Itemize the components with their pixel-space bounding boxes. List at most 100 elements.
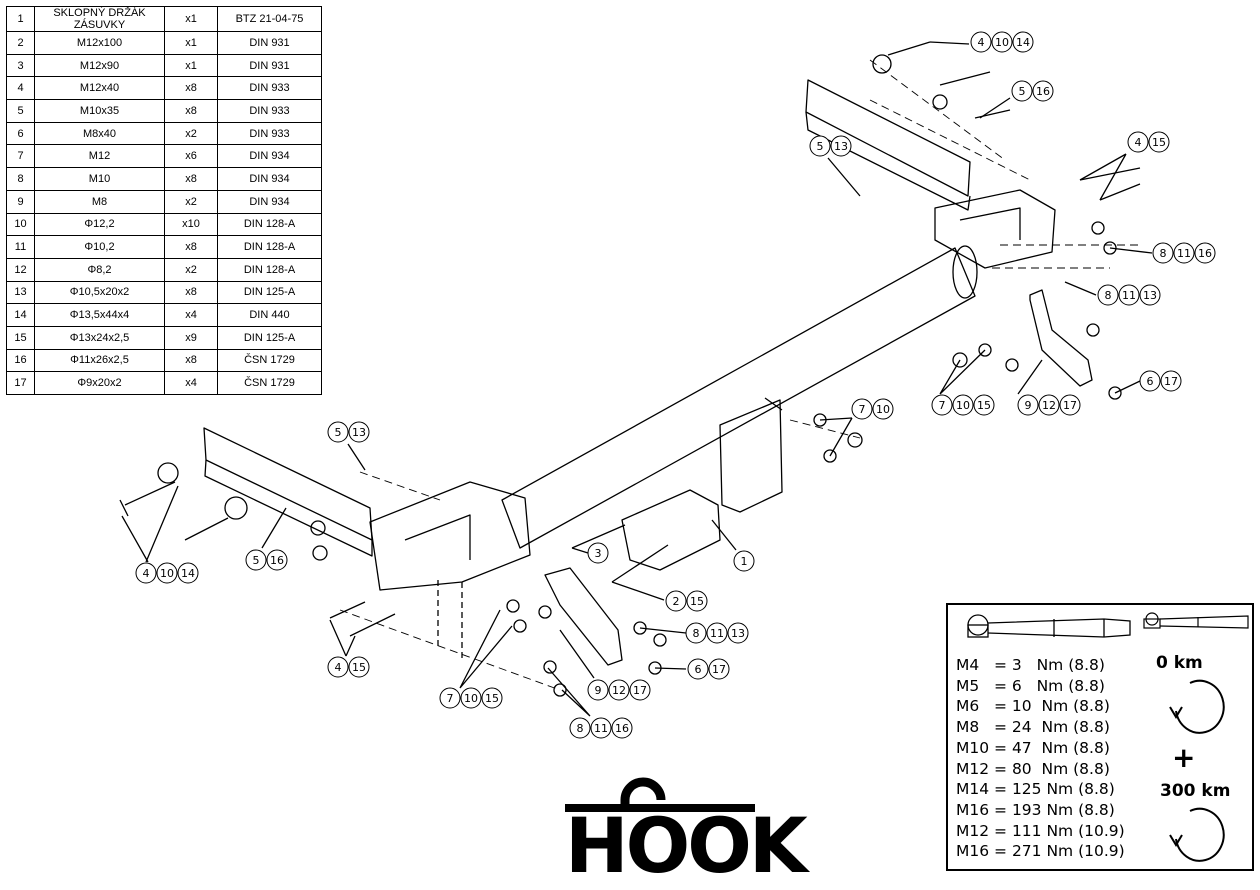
callout-circle: [611, 717, 633, 739]
callout-circle: [991, 31, 1013, 53]
callout-number: 10: [956, 399, 970, 412]
callout-circle: [156, 562, 178, 584]
callout-circle: [348, 656, 370, 678]
callout-circle: [569, 717, 591, 739]
torque-row: M10 = 47 Nm (8.8): [956, 738, 1110, 757]
callout-circle: [665, 590, 687, 612]
callout-circle: [1032, 80, 1054, 102]
torque-row: M14 = 125 Nm (8.8): [956, 780, 1115, 799]
part-description: M10x35: [34, 99, 165, 123]
callout-circle: [1139, 370, 1161, 392]
callout-number: 7: [859, 403, 866, 416]
callout: 4 15: [1127, 131, 1170, 153]
callout-number: 3: [595, 547, 602, 560]
lower-bracket: [544, 567, 623, 666]
hook-logo-icon: [565, 777, 755, 812]
part-standard: DIN 440: [217, 303, 322, 327]
callout-number: 15: [352, 661, 366, 674]
socket-holder: [621, 489, 721, 571]
callout-circle: [1012, 31, 1034, 53]
callout-number: 16: [615, 722, 629, 735]
callout-number: 14: [1016, 36, 1030, 49]
rotation-arrow-icon-second: [1169, 807, 1225, 862]
part-description: Φ9x20x2: [34, 371, 165, 395]
part-standard: DIN 934: [217, 167, 322, 191]
callout-number: 9: [1025, 399, 1032, 412]
callout-number: 7: [939, 399, 946, 412]
callout-number: 7: [447, 692, 454, 705]
callout-circle: [970, 31, 992, 53]
callout-number: 8: [577, 722, 584, 735]
callout-number: 15: [485, 692, 499, 705]
callout-number: 17: [1063, 399, 1077, 412]
callout-number: 5: [335, 426, 342, 439]
callout-circle: [1160, 370, 1182, 392]
torque-wrench-small-icon: [1143, 612, 1249, 629]
callout-circle: [587, 679, 609, 701]
callout-circle: [1118, 284, 1140, 306]
callout-circle: [327, 656, 349, 678]
callout-number: 14: [181, 567, 195, 580]
callout-circle: [687, 658, 709, 680]
callout-circle: [327, 421, 349, 443]
callout-number: 13: [731, 627, 745, 640]
part-quantity: x4: [164, 371, 218, 395]
callout-number: 4: [143, 567, 150, 580]
part-standard: DIN 128-A: [217, 257, 322, 282]
callout-number: 15: [977, 399, 991, 412]
part-standard: BTZ 21-04-75: [217, 6, 322, 32]
callout-circle: [1152, 242, 1174, 264]
callout-number: 4: [1135, 136, 1142, 149]
first-check-label: 0 km: [1156, 653, 1203, 673]
callout-circle: [685, 622, 707, 644]
callout-number: 15: [1152, 136, 1166, 149]
callout-number: 17: [712, 663, 726, 676]
callout-circle: [706, 622, 728, 644]
callout-number: 13: [834, 140, 848, 153]
callout-number: 11: [1177, 247, 1191, 260]
callout-circle: [851, 398, 873, 420]
callout-number: 6: [695, 663, 702, 676]
callout-circle: [1127, 131, 1149, 153]
callout-circle: [686, 590, 708, 612]
callout-number: 8: [693, 627, 700, 640]
callout-circle: [931, 394, 953, 416]
callout-circle: [460, 687, 482, 709]
torque-row: M16 = 193 Nm (8.8): [956, 800, 1115, 819]
callout-number: 16: [1036, 85, 1050, 98]
torque-row: M12 = 80 Nm (8.8): [956, 759, 1110, 778]
torque-row: M16 = 271 Nm (10.9): [956, 842, 1125, 861]
callout-circle: [135, 562, 157, 584]
callout-number: 12: [1042, 399, 1056, 412]
callout-number: 11: [710, 627, 724, 640]
torque-box: M4 = 3 Nm (8.8)M5 = 6 Nm (8.8)M6 = 10 Nm…: [946, 603, 1254, 871]
callout-number: 10: [160, 567, 174, 580]
callout-number: 17: [633, 684, 647, 697]
callout-circle: [733, 550, 755, 572]
callout-circle: [629, 679, 651, 701]
callout-circle: [727, 622, 749, 644]
torque-row: M8 = 24 Nm (8.8): [956, 718, 1110, 737]
callout-number: 13: [1143, 289, 1157, 302]
rotation-arrow-icon: [1169, 679, 1225, 734]
callout-circle: [830, 135, 852, 157]
torque-row: M6 = 10 Nm (8.8): [956, 697, 1110, 716]
callout-number: 4: [978, 36, 985, 49]
callout-circle: [809, 135, 831, 157]
callout: 5 13: [809, 135, 852, 157]
callout-number: 5: [817, 140, 824, 153]
callout: 7 10 15: [931, 394, 995, 416]
callout-circle: [481, 687, 503, 709]
